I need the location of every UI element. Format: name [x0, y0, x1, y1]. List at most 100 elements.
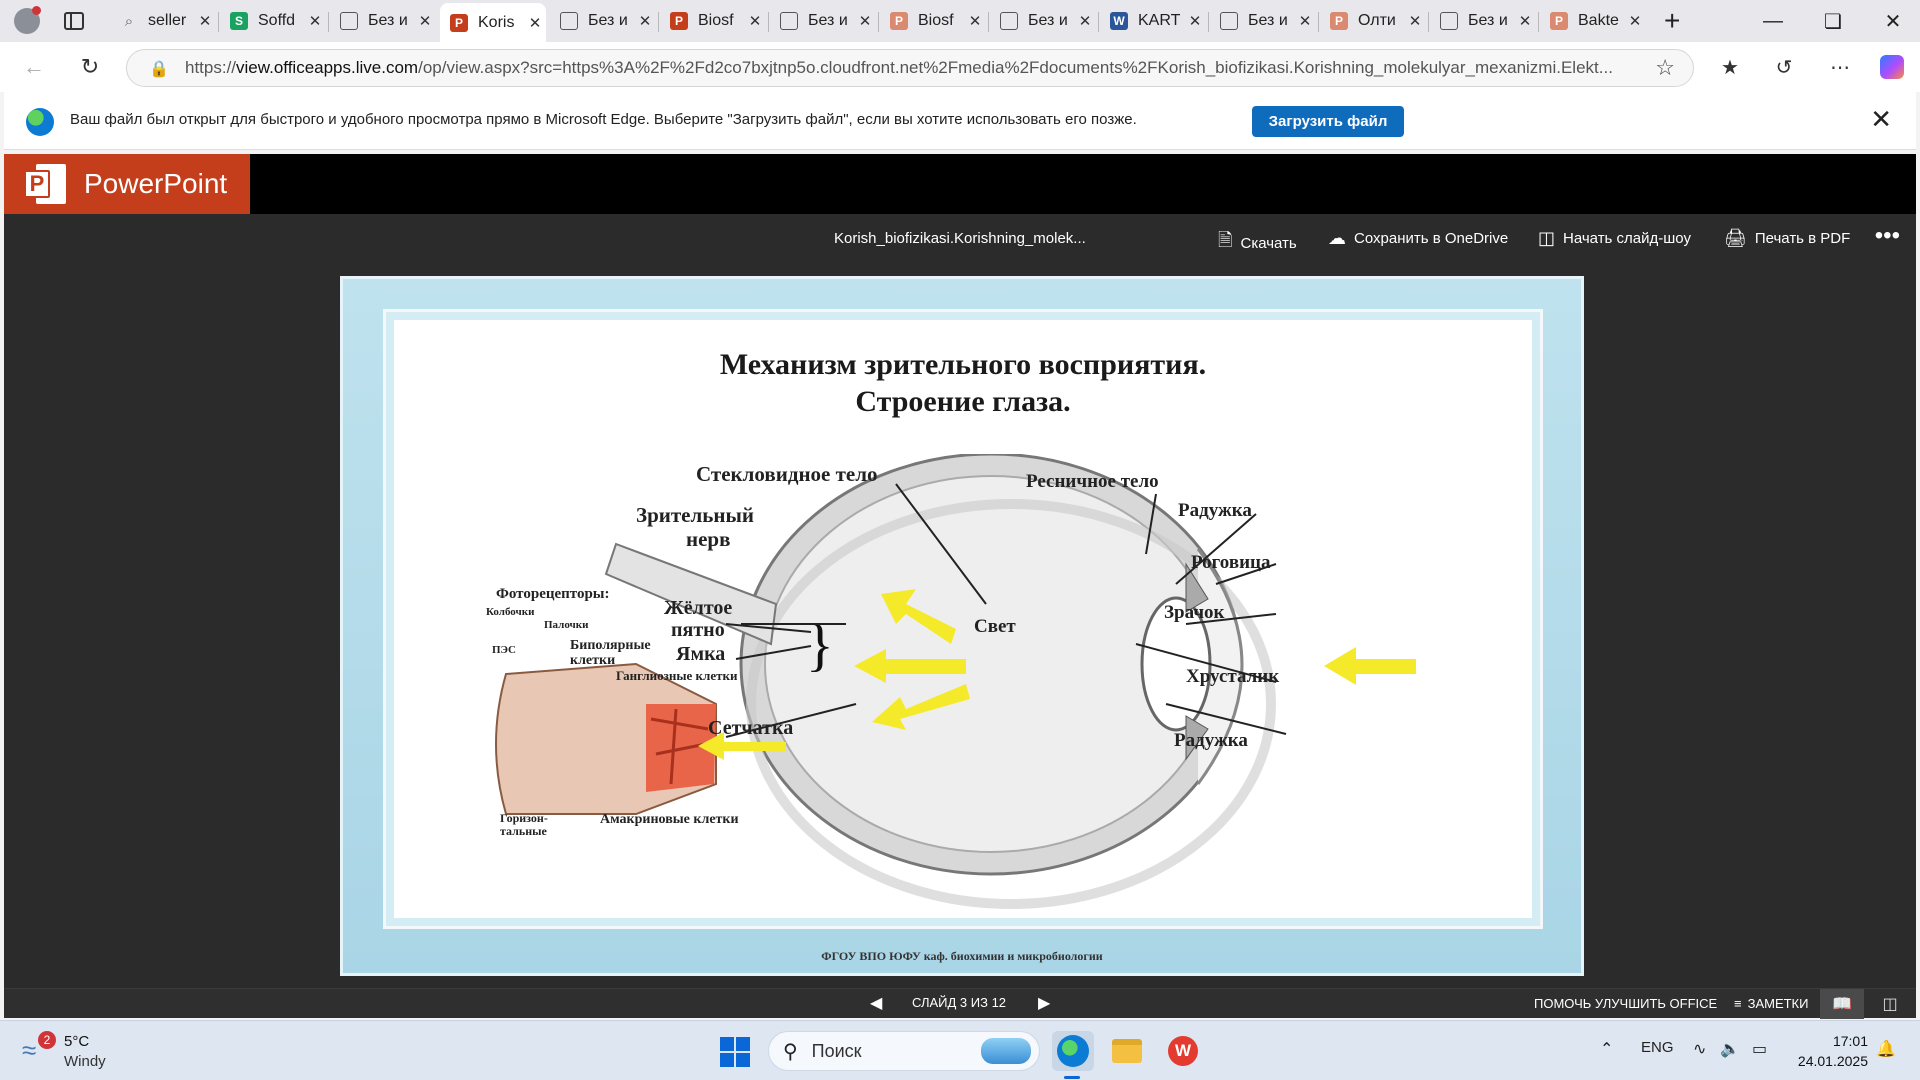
weather-description[interactable]: Windy — [64, 1053, 106, 1070]
page-icon — [1000, 12, 1018, 30]
retina-light-arrow — [698, 732, 786, 760]
notes-button[interactable]: ≡ЗАМЕТКИ — [1734, 996, 1808, 1011]
label-bipolar-1: Биполярные — [570, 638, 651, 653]
close-tab-icon[interactable]: ✕ — [308, 13, 322, 30]
browser-tab[interactable]: Без и✕ — [330, 4, 436, 38]
more-options-icon[interactable]: ••• — [1874, 222, 1900, 249]
tab-actions-icon[interactable] — [64, 12, 84, 30]
volume-icon[interactable]: 🔈 — [1720, 1041, 1740, 1058]
close-tab-icon[interactable]: ✕ — [748, 13, 762, 30]
label-iris-top: Радужка — [1178, 500, 1252, 521]
label-rpe: ПЭС — [492, 644, 516, 656]
slideshow-button[interactable]: ◫ Начать слайд-шоу — [1538, 228, 1691, 249]
taskbar-file-explorer-button[interactable] — [1106, 1031, 1148, 1071]
save-onedrive-button[interactable]: ☁ Сохранить в OneDrive — [1328, 228, 1508, 249]
tab-separator — [1428, 12, 1429, 32]
document-title[interactable]: Korish_biofizikasi.Korishning_molek... — [834, 230, 1086, 247]
address-bar-row: ← ↻ 🔒 https://view.officeapps.live.com/o… — [0, 42, 1920, 92]
clock-time[interactable]: 17:01 — [1832, 1033, 1868, 1049]
callout-lines — [725, 483, 1287, 738]
page-icon — [340, 12, 358, 30]
close-tab-icon[interactable]: ✕ — [1408, 13, 1422, 30]
slideshow-view-button[interactable]: ◫ — [1882, 996, 1898, 1013]
viewer-status-bar: ◀ СЛАЙД 3 ИЗ 12 ▶ ПОМОЧЬ УЛУЧШИТЬ OFFICE… — [4, 988, 1916, 1019]
next-slide-icon[interactable]: ▶ — [1038, 995, 1051, 1012]
slide-frame: Механизм зрительного восприятия. Строени… — [383, 309, 1543, 929]
browser-tab[interactable]: Без и✕ — [770, 4, 876, 38]
battery-icon[interactable]: ▭ — [1752, 1041, 1768, 1058]
close-tab-icon[interactable]: ✕ — [968, 13, 982, 30]
taskbar-edge-button[interactable] — [1052, 1031, 1094, 1071]
windows-taskbar: ≈ 2 5°C Windy ⚲ Поиск W ⌃ ENG ∿ 🔈 ▭ 17:0… — [0, 1020, 1920, 1080]
new-tab-button[interactable]: + — [1664, 5, 1681, 36]
windows-start-icon[interactable] — [720, 1037, 750, 1067]
download-button[interactable]: 🗎 Скачать — [1218, 228, 1297, 258]
close-tab-icon[interactable]: ✕ — [638, 13, 652, 30]
browser-tab[interactable]: Без и✕ — [1210, 4, 1316, 38]
close-tab-icon[interactable]: ✕ — [1628, 13, 1642, 30]
taskbar-search[interactable]: ⚲ Поиск — [768, 1031, 1040, 1071]
tab-title: Без и — [1028, 12, 1068, 29]
weather-wind-icon[interactable]: ≈ — [22, 1035, 37, 1065]
favorites-icon[interactable]: ★ — [1721, 56, 1739, 79]
close-icon[interactable]: ✕ — [1870, 104, 1892, 134]
previous-slide-icon[interactable]: ◀ — [870, 995, 883, 1012]
tab-separator — [328, 12, 329, 32]
copilot-icon[interactable] — [1874, 50, 1910, 84]
url-field[interactable]: 🔒 https://view.officeapps.live.com/op/vi… — [126, 49, 1694, 87]
powerpoint-brand[interactable]: P PowerPoint — [4, 154, 250, 214]
language-indicator[interactable]: ENG — [1641, 1039, 1674, 1056]
close-tab-icon[interactable]: ✕ — [1188, 13, 1202, 30]
browser-tab[interactable]: ⌕seller✕ — [110, 4, 216, 38]
refresh-button[interactable]: ↻ — [80, 54, 100, 79]
settings-more-icon[interactable]: ⋯ — [1830, 56, 1850, 79]
label-ganglion: Ганглиозные клетки — [616, 668, 738, 683]
download-file-button[interactable]: Загрузить файл — [1252, 106, 1404, 137]
light-arrow-upper — [881, 589, 956, 644]
taskbar-search-placeholder: Поиск — [811, 1040, 862, 1061]
print-pdf-button[interactable]: 🖨 Печать в PDF — [1724, 228, 1850, 249]
profile-avatar[interactable] — [14, 6, 41, 34]
clock-date[interactable]: 24.01.2025 — [1797, 1053, 1868, 1069]
back-button[interactable]: ← — [23, 54, 45, 79]
help-improve-office-link[interactable]: ПОМОЧЬ УЛУЧШИТЬ OFFICE — [1534, 996, 1718, 1011]
taskbar-wps-button[interactable]: W — [1162, 1031, 1204, 1071]
favorite-star-icon[interactable]: ☆ — [1655, 55, 1675, 80]
search-icon: ⌕ — [124, 12, 134, 30]
reading-view-button[interactable]: 📖 — [1820, 989, 1864, 1019]
label-amacrine: Амакриновые клетки — [600, 812, 739, 827]
notification-bell-icon[interactable]: 🔔 — [1876, 1041, 1896, 1058]
close-window-button[interactable]: ✕ — [1884, 10, 1902, 33]
infobar-message: Ваш файл был открыт для быстрого и удобн… — [70, 111, 1137, 128]
show-hidden-icons-chevron-icon[interactable]: ⌃ — [1600, 1041, 1614, 1058]
browser-tab[interactable]: Без и✕ — [1430, 4, 1536, 38]
browser-tab[interactable]: Без и ✕ — [990, 4, 1096, 38]
browser-tab[interactable]: Без и✕ — [550, 4, 656, 38]
history-icon[interactable]: ↺ — [1775, 56, 1793, 79]
wifi-icon[interactable]: ∿ — [1693, 1041, 1707, 1058]
weather-temperature[interactable]: 5°C — [64, 1033, 90, 1050]
close-tab-icon[interactable]: ✕ — [1298, 13, 1312, 30]
close-tab-icon[interactable]: ✕ — [198, 13, 212, 30]
restore-button[interactable]: ❏ — [1824, 10, 1842, 33]
label-cornea: Роговица — [1191, 552, 1271, 573]
slideshow-label: Начать слайд-шоу — [1563, 230, 1691, 247]
tab-title: Koris — [478, 13, 515, 31]
close-tab-icon[interactable]: ✕ — [418, 13, 432, 30]
close-tab-icon[interactable]: ✕ — [1078, 13, 1092, 30]
label-horizontal-1: Горизон- — [500, 811, 548, 825]
close-tab-icon[interactable]: ✕ — [1518, 13, 1532, 30]
tab-separator — [218, 12, 219, 32]
minimize-button[interactable]: — — [1763, 9, 1783, 32]
lock-icon[interactable]: 🔒 — [149, 61, 169, 78]
close-tab-icon[interactable]: ✕ — [858, 13, 872, 30]
ppt-pale-icon: P — [890, 12, 908, 30]
close-tab-icon[interactable]: ✕ — [528, 14, 542, 32]
